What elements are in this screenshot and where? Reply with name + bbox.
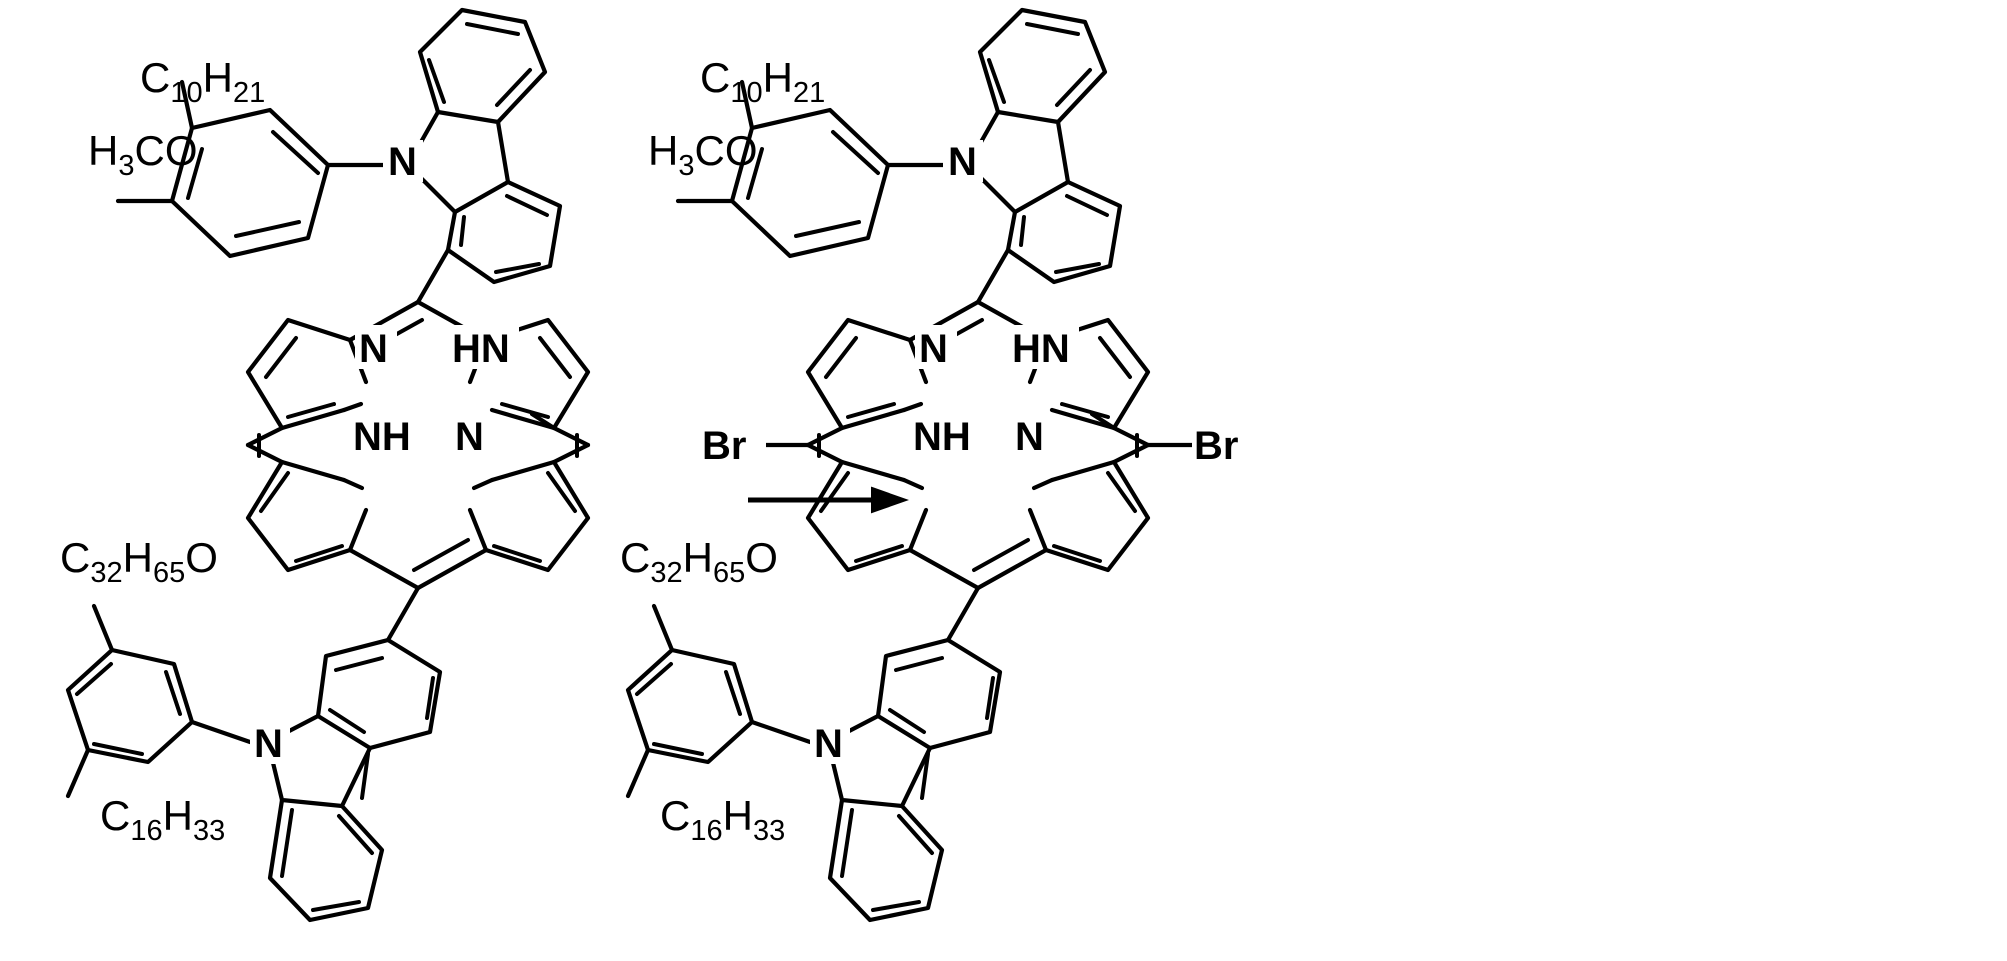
c32h65o-h: H bbox=[123, 534, 153, 581]
c32h65o-o: O bbox=[185, 534, 218, 581]
label-carbazole-n-bottom-product: N bbox=[810, 722, 850, 766]
porphyrin-inner-labels-reactant: N HN NH N bbox=[350, 325, 519, 459]
label-c32h65o-reactant: C32H65O bbox=[60, 534, 218, 589]
c16h33-h-p: H bbox=[723, 792, 753, 839]
c16h33-c-p: C bbox=[660, 792, 690, 839]
label-h3co-product: H3CO bbox=[648, 127, 757, 182]
reaction-arrow bbox=[748, 486, 910, 514]
svg-text:C16H33: C16H33 bbox=[660, 792, 785, 847]
label-c10h21-reactant: C10H21 bbox=[140, 54, 265, 109]
svg-text:C10H21: C10H21 bbox=[700, 54, 825, 109]
c32h65o-sub65: 65 bbox=[153, 557, 185, 589]
c32h65o-sub65-p: 65 bbox=[713, 557, 745, 589]
h3co-co: CO bbox=[134, 127, 197, 174]
svg-text:H3CO: H3CO bbox=[88, 127, 197, 182]
c16h33-h: H bbox=[163, 792, 193, 839]
c32h65o-c: C bbox=[60, 534, 90, 581]
label-carbazole-n-top-reactant: N bbox=[383, 140, 423, 184]
c16h33-sub16: 16 bbox=[130, 815, 162, 847]
core-n-bottom-right-p: N bbox=[1015, 415, 1044, 459]
core-n-top-left-p: N bbox=[919, 327, 948, 371]
label-c10h21-product: C10H21 bbox=[700, 54, 825, 109]
core-nh-bottom-left-p: NH bbox=[913, 415, 971, 459]
c10h21-c: C bbox=[140, 54, 170, 101]
h3co-co-p: CO bbox=[694, 127, 757, 174]
c32h65o-h-p: H bbox=[683, 534, 713, 581]
c32h65o-c-p: C bbox=[620, 534, 650, 581]
svg-text:C32H65O: C32H65O bbox=[60, 534, 218, 589]
h3co-sub3-p: 3 bbox=[678, 150, 694, 182]
c10h21-h-p: H bbox=[763, 54, 793, 101]
svg-text:C32H65O: C32H65O bbox=[620, 534, 778, 589]
label-carbazole-n-top-product: N bbox=[943, 140, 983, 184]
carbazole-n-bottom-text-p: N bbox=[814, 722, 843, 766]
br-left-text: Br bbox=[702, 424, 746, 468]
porphyrin-inner-labels-product: N HN NH N bbox=[910, 325, 1079, 459]
c16h33-sub16-p: 16 bbox=[690, 815, 722, 847]
c16h33-sub33: 33 bbox=[193, 815, 225, 847]
label-br-right: Br bbox=[1145, 424, 1258, 468]
c32h65o-o-p: O bbox=[745, 534, 778, 581]
core-hn-top-right-p: HN bbox=[1012, 327, 1070, 371]
core-nh-bottom-left: NH bbox=[353, 415, 411, 459]
c16h33-sub33-p: 33 bbox=[753, 815, 785, 847]
h3co-h-p: H bbox=[648, 127, 678, 174]
core-n-bottom-right: N bbox=[455, 415, 484, 459]
c10h21-sub10-p: 10 bbox=[730, 77, 762, 109]
core-n-top-left: N bbox=[359, 327, 388, 371]
c10h21-sub21: 21 bbox=[233, 77, 265, 109]
label-c32h65o-product: C32H65O bbox=[620, 534, 778, 589]
br-right-text: Br bbox=[1194, 424, 1238, 468]
label-c16h33-reactant: C16H33 bbox=[100, 792, 225, 847]
product-structure: C10H21 H3CO N N HN NH N bbox=[620, 10, 1258, 920]
c32h65o-sub32-p: 32 bbox=[650, 557, 682, 589]
carbazole-n-top-text: N bbox=[388, 140, 417, 184]
label-carbazole-n-bottom-reactant: N bbox=[250, 722, 290, 766]
reactant-structure: C10H21 H3CO N N HN NH N N bbox=[60, 10, 588, 920]
c10h21-c-p: C bbox=[700, 54, 730, 101]
svg-text:C16H33: C16H33 bbox=[100, 792, 225, 847]
carbazole-n-top-text-p: N bbox=[948, 140, 977, 184]
c10h21-sub21-p: 21 bbox=[793, 77, 825, 109]
label-br-left: Br bbox=[700, 424, 811, 468]
c32h65o-sub32: 32 bbox=[90, 557, 122, 589]
c10h21-h: H bbox=[203, 54, 233, 101]
label-c16h33-product: C16H33 bbox=[660, 792, 785, 847]
h3co-h: H bbox=[88, 127, 118, 174]
c16h33-c: C bbox=[100, 792, 130, 839]
carbazole-n-bottom-text: N bbox=[254, 722, 283, 766]
c10h21-sub10: 10 bbox=[170, 77, 202, 109]
core-hn-top-right: HN bbox=[452, 327, 510, 371]
h3co-sub3: 3 bbox=[118, 150, 134, 182]
svg-text:C10H21: C10H21 bbox=[140, 54, 265, 109]
label-h3co-reactant: H3CO bbox=[88, 127, 197, 182]
svg-text:H3CO: H3CO bbox=[648, 127, 757, 182]
